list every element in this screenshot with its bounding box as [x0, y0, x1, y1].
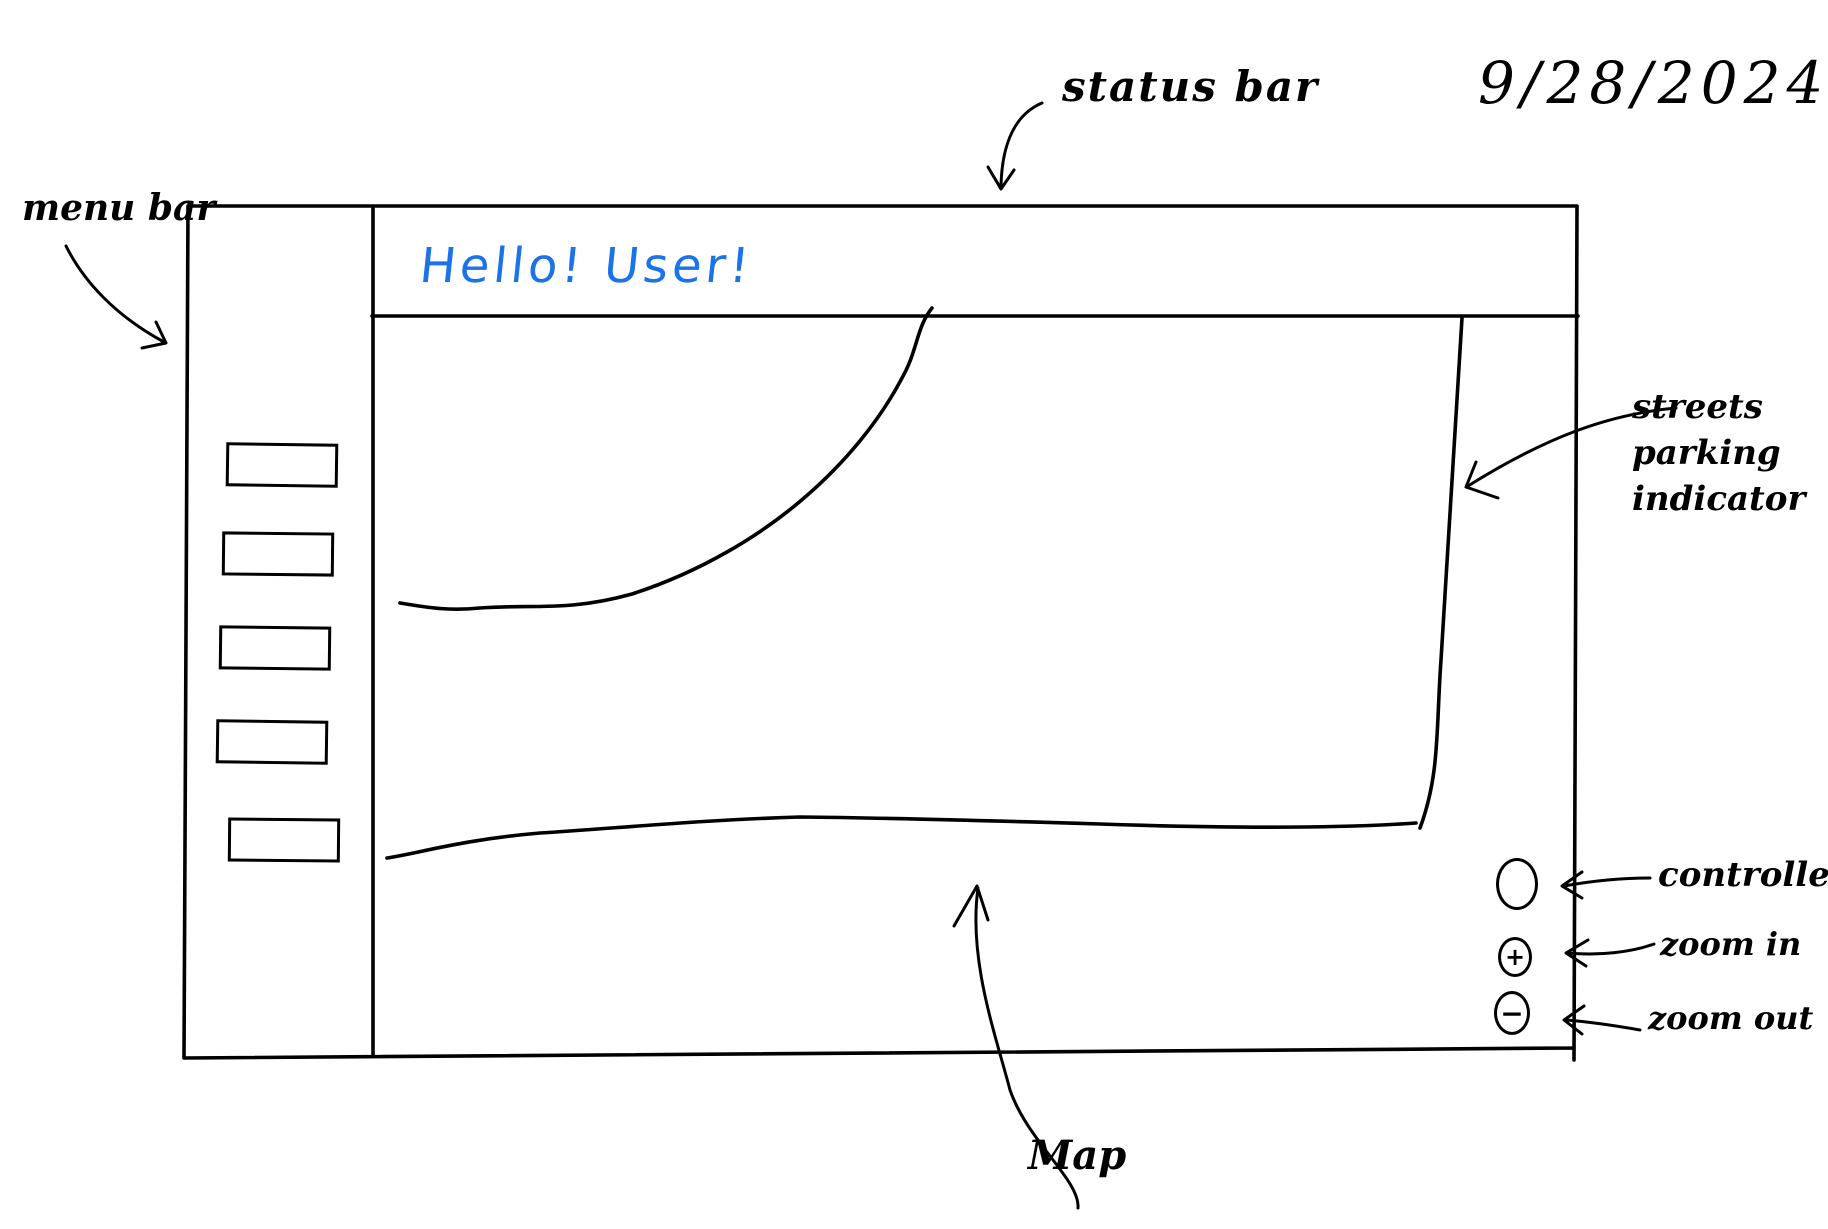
app-frame: [182, 204, 1579, 1062]
arrow-zoom-in: [1564, 938, 1656, 968]
menu-button-5[interactable]: [227, 817, 341, 863]
greeting-text: Hello! User!: [417, 238, 756, 294]
arrow-controller: [1560, 870, 1652, 900]
street-line-curve: [398, 306, 934, 611]
street-line-vertical: [1418, 316, 1464, 830]
map-annotation: Map: [1028, 1132, 1127, 1179]
arrow-zoom-out: [1562, 1004, 1642, 1036]
zoom-in-annotation: zoom in: [1660, 925, 1802, 963]
arrow-map: [952, 884, 1080, 1210]
menu-button-3[interactable]: [218, 625, 332, 671]
controller-annotation: controller: [1658, 855, 1828, 895]
zoom-out-button[interactable]: −: [1494, 991, 1530, 1035]
arrow-streets-parking: [1464, 406, 1678, 500]
menu-button-1[interactable]: [225, 442, 339, 488]
controller-button[interactable]: [1496, 858, 1538, 910]
zoom-in-button[interactable]: +: [1498, 937, 1532, 977]
street-line-horizontal: [385, 815, 1418, 860]
menu-button-4[interactable]: [215, 719, 329, 765]
menu-bar-annotation: menu bar: [22, 187, 216, 229]
arrow-menu-bar: [64, 244, 168, 350]
zoom-out-annotation: zoom out: [1648, 999, 1814, 1037]
menu-button-2[interactable]: [221, 531, 335, 577]
arrow-status-bar: [986, 101, 1044, 191]
status-bar-annotation: status bar: [1062, 62, 1320, 111]
date-annotation: 9/28/2024: [1478, 49, 1828, 117]
map-area[interactable]: [372, 318, 1572, 1050]
streets-parking-annotation: streets parking indicator: [1632, 387, 1806, 519]
